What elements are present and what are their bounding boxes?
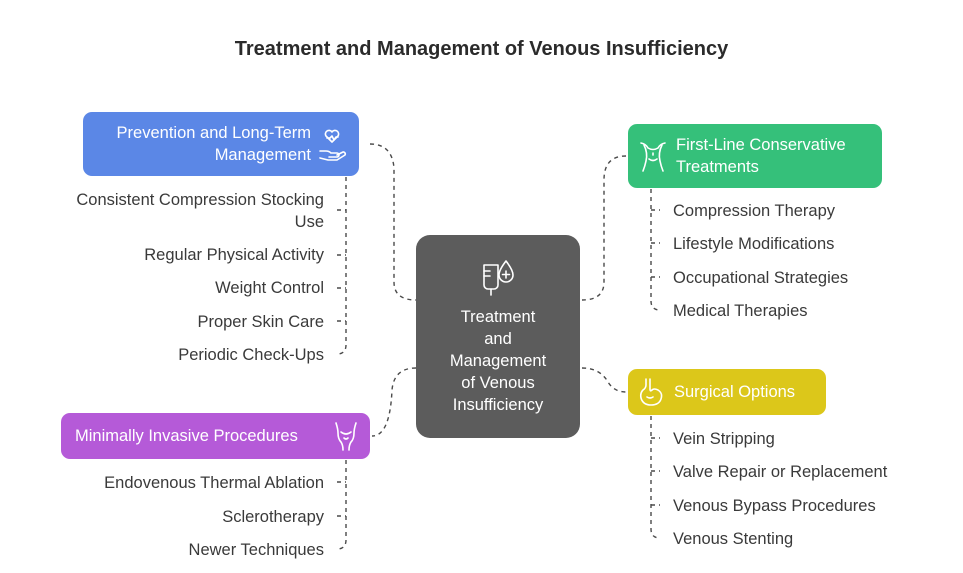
list-item-line: Consistent Compression Stocking <box>76 191 324 209</box>
list-item: Newer Techniques <box>188 541 324 559</box>
iv-drip-icon <box>483 260 514 296</box>
list-item: Proper Skin Care <box>197 313 324 331</box>
branch-first-line-label: Treatments <box>676 158 759 176</box>
list-item: Consistent Compression Stocking Use <box>76 189 324 233</box>
center-line: Insufficiency <box>452 396 544 414</box>
center-line: Management <box>449 352 547 370</box>
stomach-icon <box>639 378 663 406</box>
list-item: Valve Repair or Replacement <box>673 463 888 481</box>
center-line: Treatment <box>460 308 536 326</box>
branch-prevention-label: Management <box>214 146 311 164</box>
branch-minimal: Minimally Invasive Procedures <box>61 413 370 459</box>
center-line: of Venous <box>461 374 535 392</box>
list-item: Compression Therapy <box>673 202 836 220</box>
connector-first-line <box>581 155 627 301</box>
connector-minimal <box>371 367 417 437</box>
list-item: Sclerotherapy <box>222 508 324 526</box>
branch-prevention: Prevention and Long-Term Management <box>83 112 359 176</box>
list-item: Vein Stripping <box>673 430 775 448</box>
body-torso-icon <box>640 142 666 172</box>
branch-surgical-label: Surgical Options <box>674 383 796 401</box>
list-item: Lifestyle Modifications <box>673 235 835 253</box>
list-item: Weight Control <box>215 279 324 297</box>
body-legs-icon <box>335 422 357 451</box>
list-item-line: Use <box>294 213 324 231</box>
center-line: and <box>484 330 512 348</box>
center-node: Treatment and Management of Venous Insuf… <box>416 235 580 438</box>
hand-heart-icon <box>319 129 347 161</box>
trunk-prevention <box>336 177 347 355</box>
trunk-surgical <box>650 416 661 539</box>
list-item: Occupational Strategies <box>673 269 849 287</box>
list-item: Medical Therapies <box>673 302 808 320</box>
list-item: Regular Physical Activity <box>144 246 324 264</box>
list-item: Venous Bypass Procedures <box>673 497 876 515</box>
trunk-first-line <box>650 189 661 311</box>
diagram-title: Treatment and Management of Venous Insuf… <box>234 38 729 60</box>
branch-prevention-label: Prevention and Long-Term <box>116 124 311 142</box>
list-item: Endovenous Thermal Ablation <box>104 474 324 492</box>
list-item: Venous Stenting <box>673 530 794 548</box>
branch-minimal-label: Minimally Invasive Procedures <box>75 427 298 445</box>
branch-surgical: Surgical Options <box>628 369 826 415</box>
branch-first-line: First-Line Conservative Treatments <box>628 124 882 188</box>
list-item: Periodic Check-Ups <box>178 346 324 364</box>
trunk-minimal <box>336 460 347 550</box>
connector-surgical <box>581 367 627 393</box>
branch-first-line-label: First-Line Conservative <box>676 136 846 154</box>
connector-prevention <box>369 143 417 301</box>
